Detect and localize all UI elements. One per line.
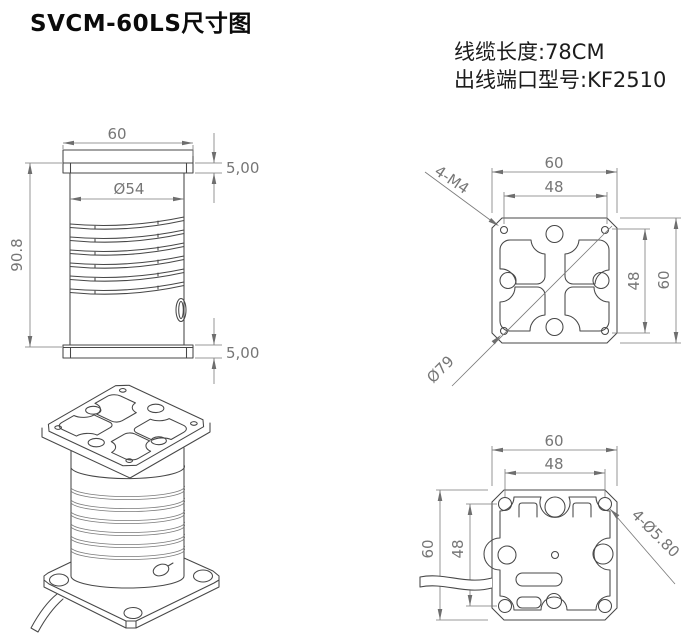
iso-cable — [30, 593, 64, 633]
top-hole-pitch-v-dim: 48 — [625, 271, 643, 290]
top-height-dim: 60 — [655, 270, 673, 289]
front-height-dim: 90.8 — [8, 238, 26, 271]
isometric-view — [30, 381, 220, 633]
front-width-dim: 60 — [107, 125, 126, 143]
connector-model-note: 出线端口型号:KF2510 — [454, 68, 667, 92]
front-coil-diameter-dim: Ø54 — [114, 180, 145, 198]
iso-cable-grommet — [152, 562, 174, 577]
bottom-view-cable — [419, 575, 493, 591]
bottom-height-dim: 60 — [419, 539, 437, 558]
top-outer-diameter-label: Ø79 — [423, 352, 458, 387]
bottom-hole-pitch-v-dim: 48 — [449, 539, 467, 558]
bottom-width-dim: 60 — [544, 432, 563, 450]
top-mounting-holes-label: 4-M4 — [431, 162, 472, 198]
front-view: 60 Ø54 90.8 5,00 5,00 — [8, 125, 259, 384]
top-hole-pitch-dim: 48 — [544, 178, 563, 196]
top-view: Ø79 4-M4 60 48 48 60 — [423, 154, 681, 387]
cable-grommet-front — [175, 297, 187, 323]
page-title: SVCM-60LS尺寸图 — [30, 11, 252, 37]
bottom-view: 60 48 60 48 4-Ø5.80 — [419, 432, 683, 621]
iso-top-plate — [41, 381, 211, 479]
coil-winding — [69, 216, 185, 295]
bottom-hole-pitch-dim: 48 — [544, 455, 563, 473]
front-bottom-flange-thickness-dim: 5,00 — [226, 344, 259, 362]
iso-cylinder — [70, 447, 185, 589]
iso-cooling-ribs — [70, 484, 185, 561]
bottom-mounting-holes-label: 4-Ø5.80 — [628, 506, 683, 561]
front-top-flange-thickness-dim: 5,00 — [226, 159, 259, 177]
spec-notes: 线缆长度:78CM 出线端口型号:KF2510 — [454, 38, 666, 94]
top-width-dim: 60 — [544, 154, 563, 172]
cable-length-note: 线缆长度:78CM — [454, 40, 605, 64]
